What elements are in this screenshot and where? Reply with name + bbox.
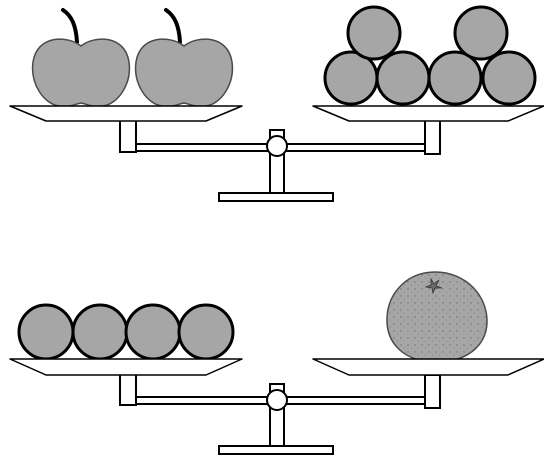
ball bbox=[124, 303, 182, 361]
apple-icon bbox=[134, 8, 234, 108]
pivot bbox=[266, 135, 288, 157]
top-scale-stand bbox=[119, 119, 441, 202]
bottom-scale-stand bbox=[119, 372, 441, 455]
left-pan bbox=[9, 358, 243, 376]
right-pan-support bbox=[424, 119, 441, 155]
stand-base bbox=[218, 445, 334, 455]
left-pan-items bbox=[17, 303, 235, 361]
stand-base bbox=[218, 192, 334, 202]
ball bbox=[375, 50, 431, 106]
ball bbox=[427, 50, 483, 106]
right-pan bbox=[312, 105, 544, 122]
ball bbox=[17, 303, 75, 361]
top-scale bbox=[9, 5, 544, 202]
apple-icon bbox=[31, 8, 131, 108]
pivot bbox=[266, 389, 288, 411]
ball bbox=[481, 50, 537, 106]
ball bbox=[453, 5, 509, 61]
right-pan-support bbox=[424, 374, 441, 409]
ball bbox=[177, 303, 235, 361]
left-pan-items bbox=[31, 8, 234, 108]
left-pan-support bbox=[119, 372, 137, 406]
orange-icon bbox=[386, 271, 488, 363]
left-pan bbox=[9, 105, 243, 122]
right-pan-items bbox=[323, 5, 537, 106]
right-pan bbox=[312, 358, 544, 376]
ball bbox=[346, 5, 402, 61]
right-pan-items bbox=[386, 271, 488, 363]
left-pan-support bbox=[119, 119, 137, 153]
ball bbox=[71, 303, 129, 361]
bottom-scale bbox=[9, 271, 544, 455]
